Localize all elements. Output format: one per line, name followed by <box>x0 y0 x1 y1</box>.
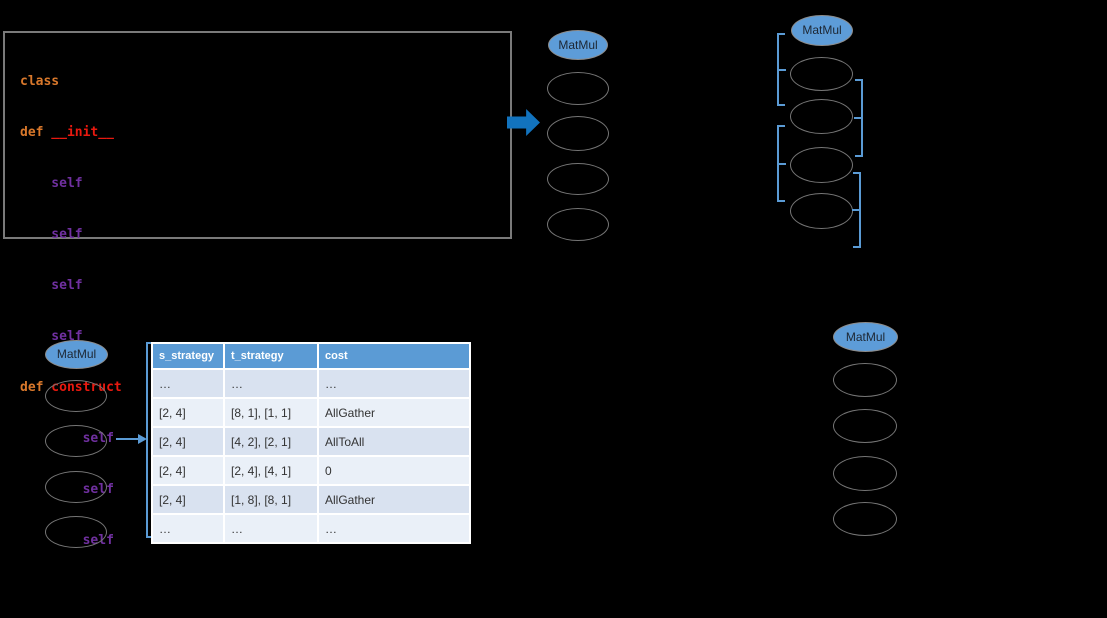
strategy-node <box>547 72 609 105</box>
table-cell: [2, 4] <box>153 486 223 513</box>
strategy-node <box>45 380 107 412</box>
strategy-node <box>833 456 897 491</box>
code-token-self: self <box>51 176 83 191</box>
table-cell: [2, 4] <box>153 399 223 426</box>
table-pointer-arrowhead-icon <box>138 434 147 444</box>
strategy-node <box>833 502 897 536</box>
table-cell: … <box>225 370 317 397</box>
code-line: def __init__ <box>20 124 510 141</box>
table-cell: AllToAll <box>319 428 469 455</box>
strategy-node <box>547 163 609 195</box>
strategy-node <box>790 57 853 91</box>
table-pointer-arrow-icon <box>116 438 140 440</box>
table-row: … … … <box>153 370 469 397</box>
code-token-init: __init__ <box>51 125 114 140</box>
group-bracket-left-1 <box>777 33 786 106</box>
table-header-row: s_strategy t_strategy cost <box>153 344 469 368</box>
group-bracket-right-1 <box>854 79 863 157</box>
code-token-self: self <box>51 278 83 293</box>
table-cell: AllGather <box>319 486 469 513</box>
strategy-node <box>790 193 853 229</box>
strategy-node <box>790 99 853 134</box>
group-bracket-left-2 <box>777 125 786 202</box>
code-token-class: class <box>20 74 60 89</box>
strategy-node <box>45 471 107 503</box>
table-cell: [2, 4] <box>153 428 223 455</box>
strategy-node <box>547 116 609 151</box>
column-header-t-strategy: t_strategy <box>225 344 317 368</box>
table-cell: [2, 4], [4, 1] <box>225 457 317 484</box>
table-row: [2, 4] [1, 8], [8, 1] AllGather <box>153 486 469 513</box>
strategy-node <box>45 516 107 548</box>
table-cell: … <box>319 370 469 397</box>
matmul-node: MatMul <box>548 30 608 60</box>
code-snippet-panel: class def__init__ self self self self de… <box>3 31 512 548</box>
matmul-node: MatMul <box>791 15 853 46</box>
table-cell: … <box>153 515 223 542</box>
code-token-self: self <box>51 227 83 242</box>
table-cell: … <box>225 515 317 542</box>
table-cell: [4, 2], [2, 1] <box>225 428 317 455</box>
table-cell: … <box>153 370 223 397</box>
table-cell: AllGather <box>319 399 469 426</box>
code-line: self <box>20 226 510 243</box>
strategy-node <box>790 147 853 183</box>
table-row: [2, 4] [2, 4], [4, 1] 0 <box>153 457 469 484</box>
matmul-node: MatMul <box>833 322 898 352</box>
strategy-node <box>833 409 897 443</box>
table-row: … … … <box>153 515 469 542</box>
code-token-def: def <box>20 125 44 140</box>
column-header-cost: cost <box>319 344 469 368</box>
column-header-s-strategy: s_strategy <box>153 344 223 368</box>
matmul-node: MatMul <box>45 340 108 369</box>
table-cell: 0 <box>319 457 469 484</box>
strategy-node <box>547 208 609 241</box>
cost-table: s_strategy t_strategy cost … … … [2, 4] … <box>151 342 471 544</box>
table-row: [2, 4] [4, 2], [2, 1] AllToAll <box>153 428 469 455</box>
strategy-node <box>833 363 897 397</box>
code-line: self <box>20 175 510 192</box>
code-token-def: def <box>20 380 44 395</box>
table-cell: [2, 4] <box>153 457 223 484</box>
code-line: class <box>20 73 510 90</box>
cost-table-wrapper: s_strategy t_strategy cost … … … [2, 4] … <box>151 342 471 544</box>
table-cell: [8, 1], [1, 1] <box>225 399 317 426</box>
table-cell: … <box>319 515 469 542</box>
table-cell: [1, 8], [8, 1] <box>225 486 317 513</box>
code-line: self <box>20 277 510 294</box>
group-bracket-right-2 <box>852 172 861 248</box>
table-row: [2, 4] [8, 1], [1, 1] AllGather <box>153 399 469 426</box>
strategy-node <box>45 425 107 457</box>
table-bracket <box>146 342 153 538</box>
